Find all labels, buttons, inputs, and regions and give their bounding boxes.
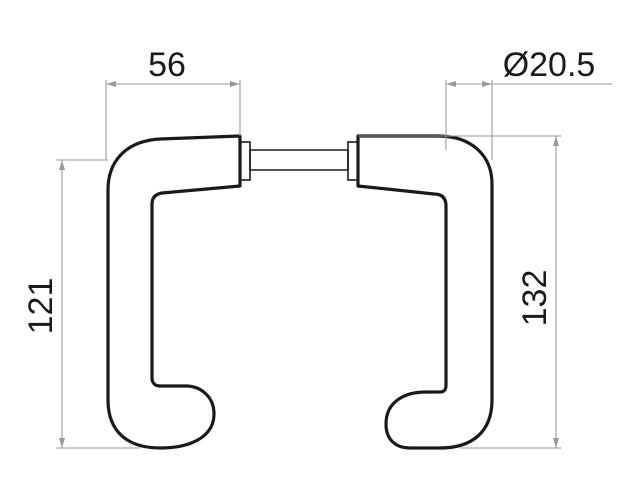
right-lever-outline (356, 134, 494, 450)
spindle (249, 149, 349, 171)
dim-121-arrow-bottom (59, 438, 65, 448)
left-lever-outline (106, 134, 242, 450)
dim-56-arrow-right (230, 81, 240, 87)
dim-dia-arrow-left (446, 81, 456, 87)
dim-121-arrow-top (59, 160, 65, 170)
dim-56-label: 56 (148, 46, 186, 84)
dim-121-label: 121 (22, 278, 60, 335)
dim-132-arrow-top (553, 136, 559, 146)
dim-132-label: 132 (516, 270, 554, 327)
dim-dia-arrow-right (482, 81, 492, 87)
dim-132-arrow-bottom (553, 438, 559, 448)
dim-dia-label: Ø20.5 (503, 46, 596, 84)
dim-56-arrow-left (106, 81, 116, 87)
